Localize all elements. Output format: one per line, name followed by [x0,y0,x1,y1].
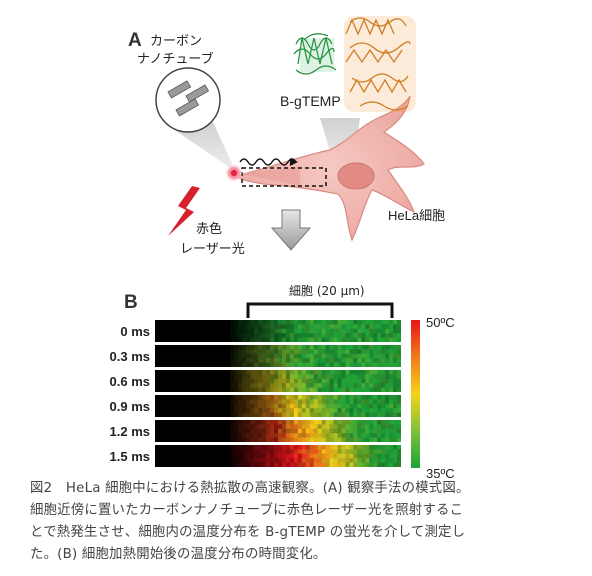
bracket-label: 細胞 (20 µm) [286,282,368,299]
laser-label-line2: レーザー光 [180,242,245,257]
nanotube-icons [167,80,210,117]
temperature-strip [155,445,401,467]
time-label: 0.3 ms [109,349,150,364]
time-label: 0.6 ms [109,374,150,389]
schematic-diagram [155,16,425,251]
temperature-colorbar [411,320,420,468]
measurement-region [241,167,327,187]
caption-line: 図2 HeLa 細胞中における熱拡散の高速観察。(A) 観察手法の模式図。 [30,481,470,496]
panel-a-label: A [128,30,142,51]
time-label: 1.2 ms [109,424,150,439]
temperature-strip [155,320,401,342]
colorbar-min-label: 35ºC [426,466,455,481]
caption-line: とで熱発生させ、細胞内の温度分布を B-gTEMP の蛍光を介して測定し [30,525,466,540]
wavy-arrow [239,158,297,166]
b-gtemp-green-protein [293,33,337,75]
temperature-strip [155,345,401,367]
time-label: 0.9 ms [109,399,150,414]
cnt-zoom-cone [166,120,236,172]
temperature-strip [155,370,401,392]
time-label: 1.5 ms [109,449,150,464]
panel-b-label: B [124,292,138,313]
laser-label-line1: 赤色 [196,222,223,237]
caption-line: た。(B) 細胞加熱開始後の温度分布の時間変化。 [30,547,327,562]
cell-bracket [246,302,394,318]
figure-caption: 図2 HeLa 細胞中における熱拡散の高速観察。(A) 観察手法の模式図。 細胞… [30,478,570,566]
hela-cell-shape [234,95,425,242]
down-arrow-icon [270,209,312,251]
caption-line: 細胞近傍に置いたカーボンナノチューブに赤色レーザー光を照射するこ [30,503,464,518]
hela-nucleus [337,162,375,190]
cnt-label-line2: ナノチューブ [137,52,214,67]
b-gtemp-orange-protein [345,17,411,111]
cell-label: HeLa細胞 [388,208,446,223]
laser-beam [242,166,300,186]
colorbar-max-label: 50ºC [426,315,455,330]
time-label: 0 ms [120,324,150,339]
laser-bolt-icon [168,186,200,236]
temperature-strip [155,420,401,442]
temperature-strip [155,395,401,417]
cnt-label-line1: カーボン [150,34,203,49]
probe-label: B-gTEMP [280,93,341,109]
